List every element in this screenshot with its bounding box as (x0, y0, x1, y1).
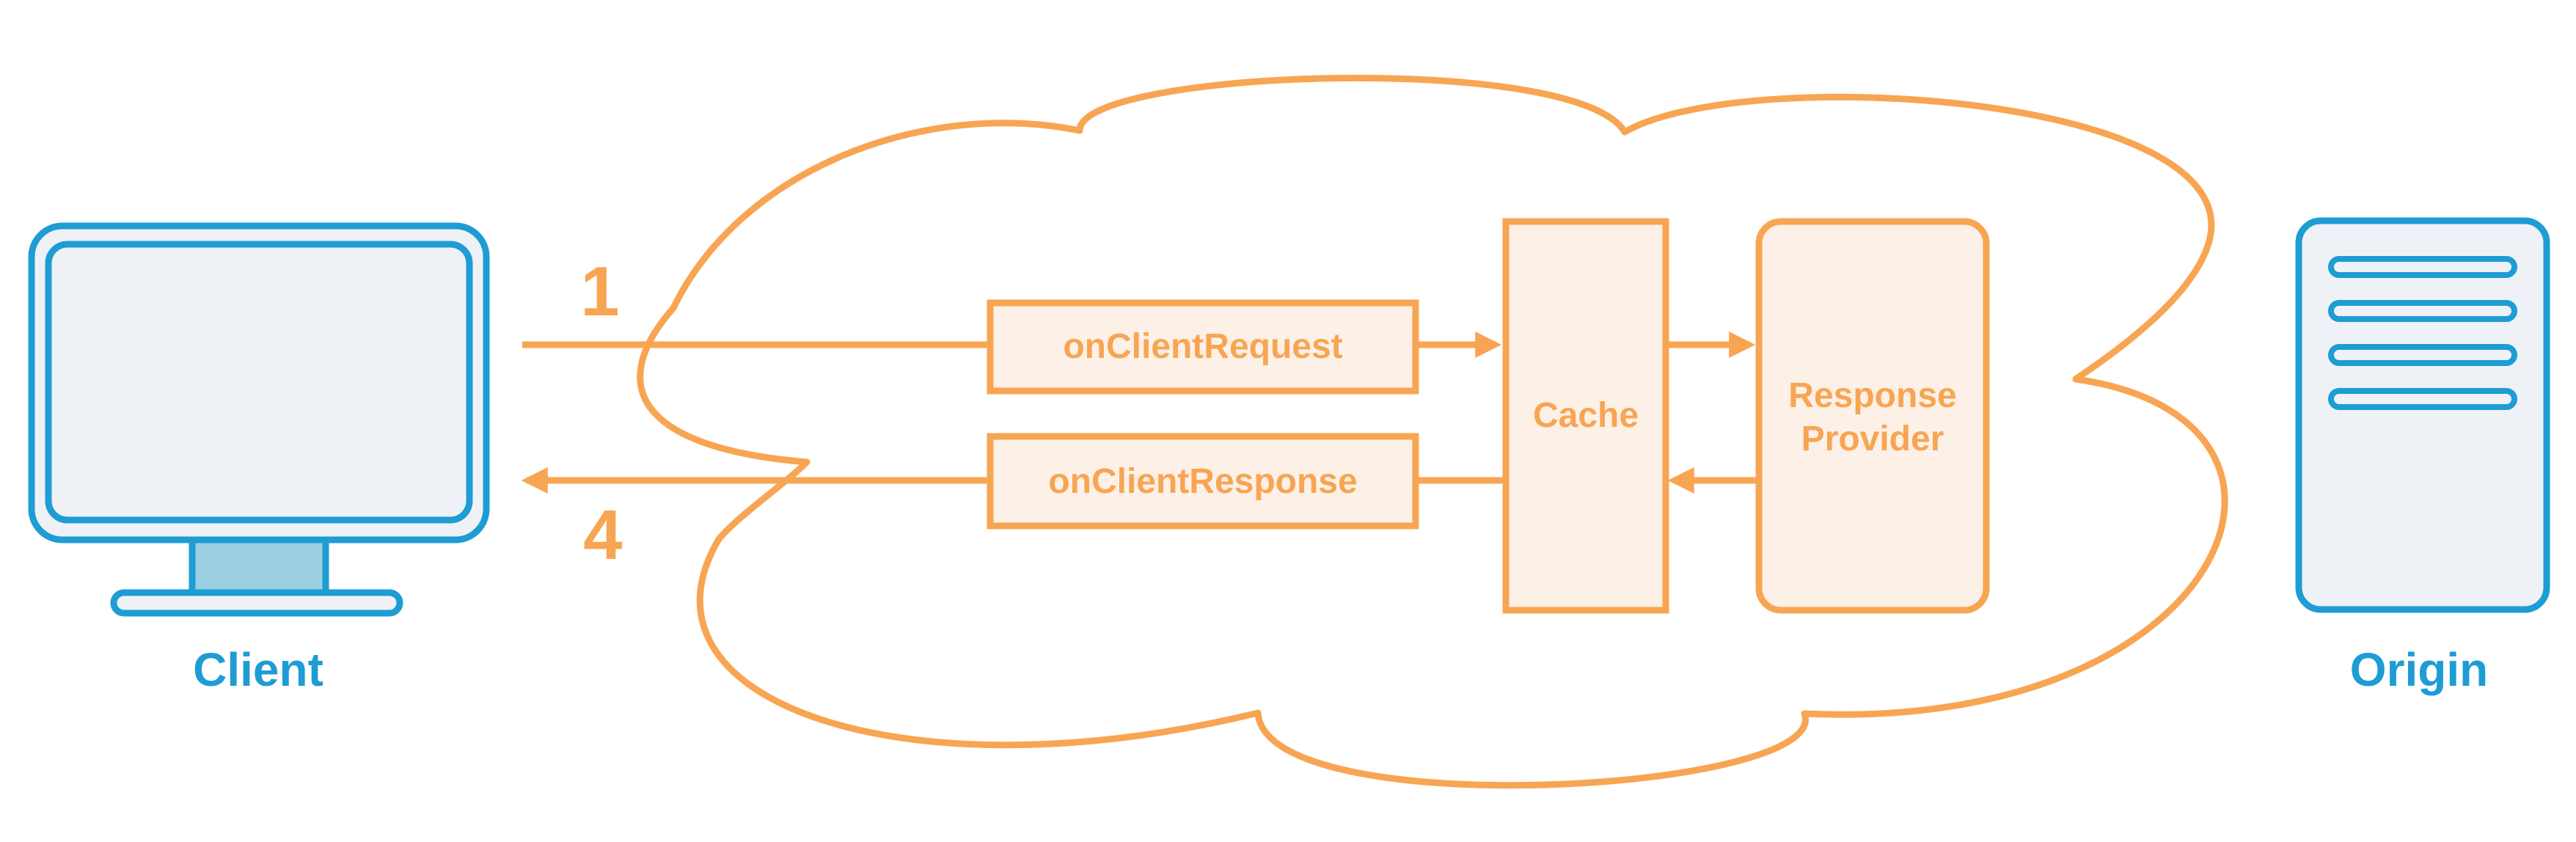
response-provider-label-line1: Response (1788, 376, 1956, 415)
cache-label: Cache (1533, 396, 1639, 435)
response-provider-box (1755, 218, 1990, 614)
on-client-request-label: onClientRequest (1063, 327, 1342, 366)
origin-label: Origin (2350, 643, 2488, 696)
on-client-response-box (987, 433, 1419, 530)
step-number-response: 4 (583, 496, 622, 574)
server-icon (2295, 217, 2550, 613)
on-client-response-label: onClientResponse (1048, 462, 1357, 501)
cache-box (1502, 218, 1669, 614)
monitor-icon (28, 222, 490, 617)
step-number-request: 1 (580, 252, 619, 331)
client-label: Client (193, 643, 323, 696)
response-provider-label-line2: Provider (1801, 420, 1944, 458)
